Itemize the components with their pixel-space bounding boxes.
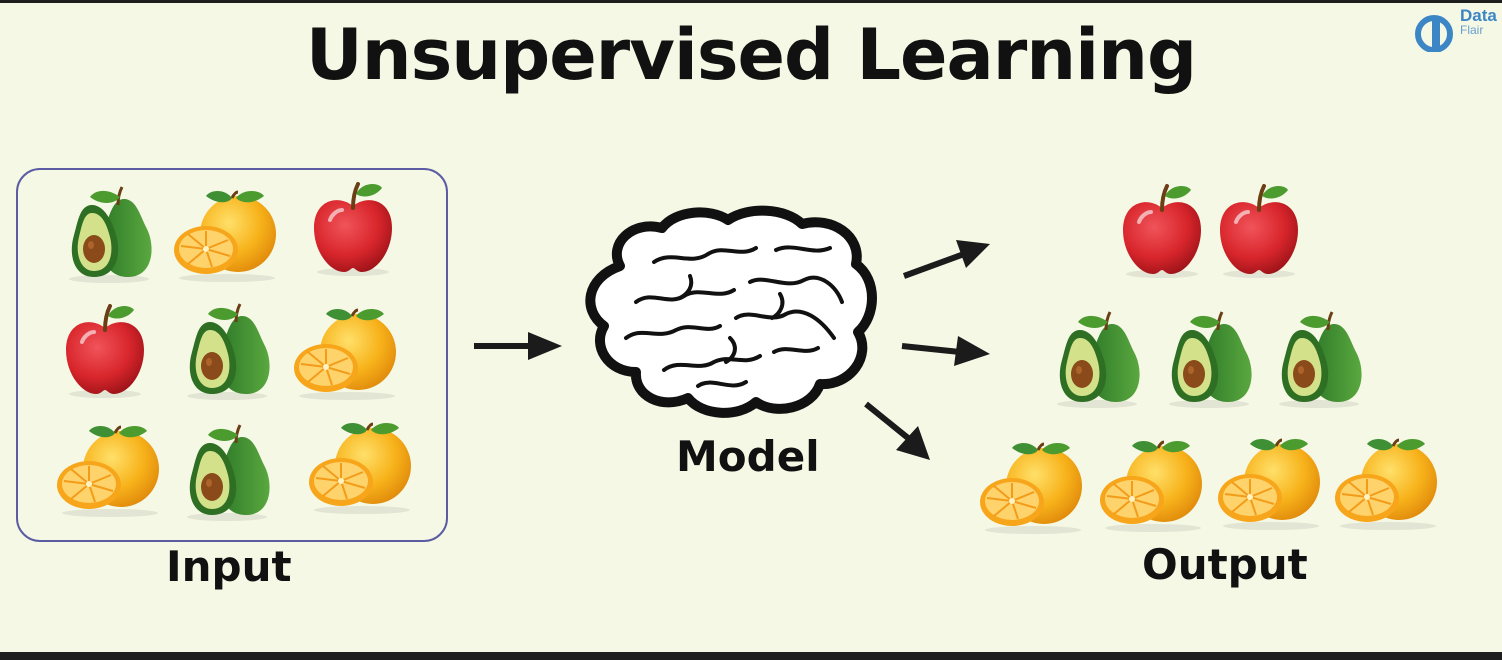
- apple-icon: [1117, 182, 1207, 278]
- orange-icon: [1098, 438, 1208, 533]
- orange-icon: [978, 440, 1088, 535]
- orange-icon: [1216, 436, 1326, 531]
- model-label: Model: [676, 432, 820, 481]
- arrow-up-right-icon: [902, 240, 990, 279]
- orange-icon: [307, 420, 417, 515]
- dataflair-logo-icon: [1415, 15, 1453, 52]
- bottom-border: [0, 652, 1502, 660]
- avocado-icon: [62, 185, 157, 283]
- output-label: Output: [1142, 540, 1308, 589]
- orange-icon: [292, 306, 402, 401]
- input-box: [16, 168, 448, 542]
- logo-text: Data Flair: [1460, 6, 1497, 38]
- orange-icon: [55, 423, 165, 518]
- avocado-icon: [1272, 310, 1367, 408]
- avocado-icon: [180, 423, 275, 521]
- top-border: [0, 0, 1502, 3]
- avocado-icon: [180, 302, 275, 400]
- orange-icon: [1333, 436, 1443, 531]
- logo-line1: Data: [1460, 6, 1497, 25]
- apple-icon: [60, 302, 150, 398]
- arrow-right-icon: [901, 336, 990, 366]
- avocado-icon: [1162, 310, 1257, 408]
- brain-icon: [585, 205, 877, 418]
- diagram-title: Unsupervised Learning: [305, 14, 1197, 96]
- arrow-right-icon: [474, 332, 562, 360]
- orange-icon: [172, 188, 282, 283]
- input-label: Input: [166, 542, 292, 591]
- logo-line2: Flair: [1460, 23, 1484, 37]
- arrow-down-right-icon: [864, 401, 930, 460]
- apple-icon: [308, 180, 398, 276]
- avocado-icon: [1050, 310, 1145, 408]
- apple-icon: [1214, 182, 1304, 278]
